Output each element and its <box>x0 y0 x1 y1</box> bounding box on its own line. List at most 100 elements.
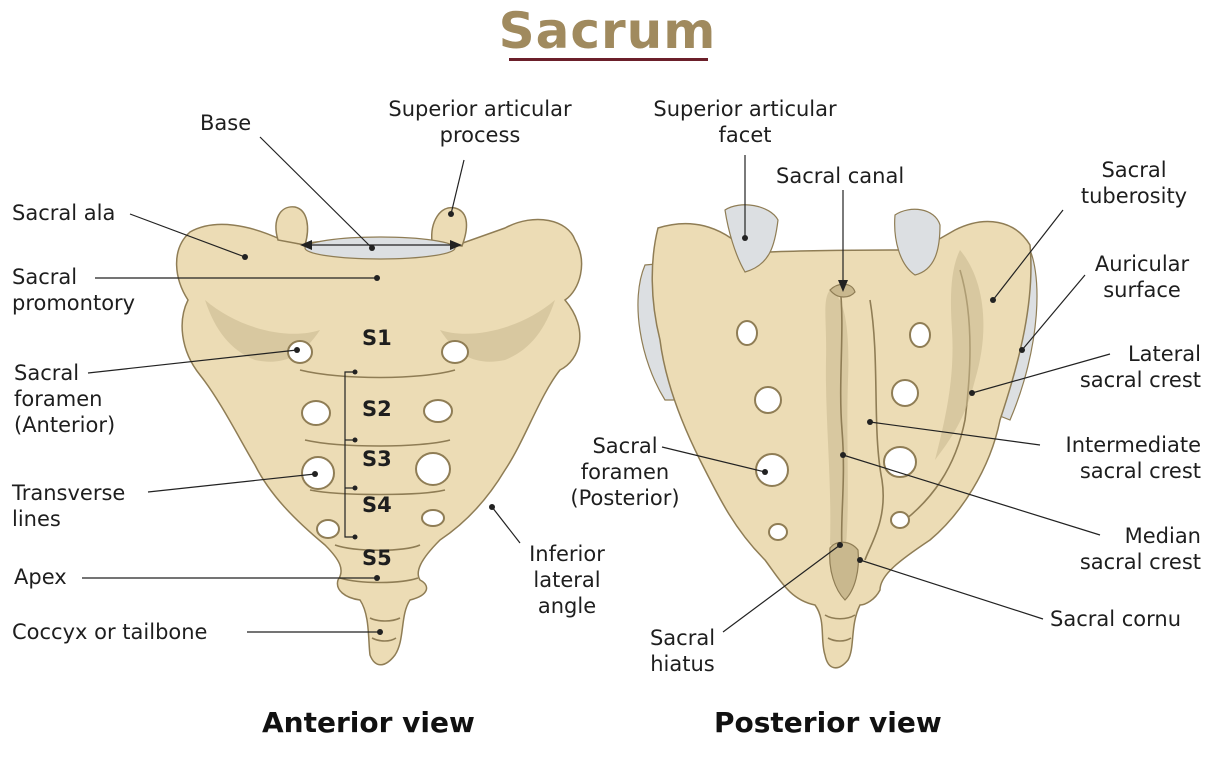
dot-sacral-foramen-anterior <box>294 347 300 353</box>
anterior-superior-articular-process-left <box>275 206 309 246</box>
posterior-foramen-1l <box>736 320 758 346</box>
label-auricular-surface: Auricular surface <box>1094 252 1190 302</box>
dot-sacral-ala <box>242 254 248 260</box>
posterior-foramen-3l <box>755 453 789 487</box>
posterior-foramen-4l <box>768 523 788 541</box>
label-sacral-tuberosity: Sacral tuberosity <box>1080 158 1188 208</box>
segment-label-s3: S3 <box>362 447 392 471</box>
dot-superior-articular-process <box>448 211 454 217</box>
leader-dots <box>242 211 1025 635</box>
dot-bracket-2 <box>352 437 358 443</box>
anterior-foramen-2r <box>423 399 453 423</box>
anterior-ala-shadow-right <box>440 300 555 362</box>
dot-bracket-bottom <box>352 534 358 540</box>
transverse-ridge-5 <box>339 577 419 584</box>
coccyx-joint-2 <box>371 637 397 642</box>
segment-label-s2: S2 <box>362 397 392 421</box>
segment-label-s5: S5 <box>362 546 392 570</box>
posterior-superior-articular-facet-right <box>894 208 941 276</box>
posterior-foramen-1r <box>909 322 931 348</box>
dot-bracket-top <box>352 369 358 375</box>
label-sacral-canal: Sacral canal <box>776 164 905 188</box>
anterior-foramen-1l <box>287 340 313 364</box>
anterior-foramen-1r <box>441 340 469 364</box>
dot-intermediate-sacral-crest <box>867 419 873 425</box>
posterior-lateral-shadow <box>935 250 984 460</box>
leader-sacral-foramen-posterior <box>661 446 766 473</box>
dot-inferior-lateral-angle <box>489 504 495 510</box>
post-coccyx-joint-1 <box>824 614 856 620</box>
leader-auricular-surface <box>1021 274 1086 351</box>
label-sacral-foramen-anterior: Sacral foramen (Anterior) <box>14 361 116 437</box>
label-intermediate-sacral-crest: Intermediate sacral crest <box>1065 433 1202 483</box>
label-median-sacral-crest: Median sacral crest <box>1079 524 1201 574</box>
caption-posterior-view: Posterior view <box>714 706 942 739</box>
dot-lateral-sacral-crest <box>969 390 975 396</box>
transverse-ridge-2 <box>304 439 451 447</box>
leader-sacral-tuberosity <box>992 209 1064 301</box>
post-coccyx-joint-2 <box>827 637 852 642</box>
label-superior-articular-facet: Superior articular facet <box>653 97 837 147</box>
leader-superior-articular-process <box>450 159 465 215</box>
anterior-foramen-4l <box>316 519 340 539</box>
leader-lines <box>82 136 1111 633</box>
base-arrow-left <box>300 240 312 250</box>
label-sacral-foramen-posterior: Sacral foramen (Posterior) <box>570 434 680 510</box>
leader-lateral-sacral-crest <box>971 353 1111 394</box>
leader-base <box>259 136 373 249</box>
intermediate-crest-line <box>864 299 884 561</box>
label-sacral-hiatus: Sacral hiatus <box>649 626 716 676</box>
label-lateral-sacral-crest: Lateral sacral crest <box>1079 342 1201 392</box>
label-sacral-promontory: Sacral promontory <box>12 265 136 315</box>
leader-sacral-hiatus <box>722 544 841 633</box>
dot-auricular-surface <box>1019 347 1025 353</box>
dot-sacral-hiatus <box>837 542 843 548</box>
label-inferior-lateral-angle: Inferior lateral angle <box>529 542 605 618</box>
posterior-foramen-2r <box>891 379 919 407</box>
base-arrow-right <box>450 240 462 250</box>
leader-sacral-cornu <box>859 559 1044 620</box>
segment-label-s1: S1 <box>362 326 392 350</box>
label-base: Base <box>200 111 252 135</box>
label-superior-articular-process: Superior articular process <box>388 97 572 147</box>
leader-sacral-foramen-anterior <box>87 349 298 374</box>
label-coccyx: Coccyx or tailbone <box>12 620 208 644</box>
dot-apex <box>374 575 380 581</box>
posterior-foramen-2l <box>754 386 782 414</box>
label-sacral-cornu: Sacral cornu <box>1050 607 1182 631</box>
leader-inferior-lateral-angle <box>491 506 521 544</box>
anterior-sacrum-body <box>175 218 583 666</box>
label-transverse-lines: Transverse lines <box>12 481 126 531</box>
transverse-lines-bracket <box>344 371 355 538</box>
label-sacral-ala: Sacral ala <box>12 201 116 225</box>
posterior-superior-articular-facet-left <box>724 204 779 273</box>
label-apex: Apex <box>14 565 67 589</box>
leader-sacral-ala <box>129 213 246 258</box>
leader-transverse-lines <box>147 473 316 493</box>
dot-sacral-foramen-posterior <box>762 469 768 475</box>
dot-superior-articular-facet <box>742 235 748 241</box>
anterior-sacrum <box>175 206 583 666</box>
title-underline <box>509 58 708 61</box>
posterior-foramen-4r <box>890 511 910 529</box>
anterior-superior-articular-process-right <box>431 207 468 247</box>
anterior-foramen-4r <box>421 509 445 527</box>
dot-transverse-lines <box>312 471 318 477</box>
anterior-base-surface <box>304 236 456 260</box>
dot-base <box>369 245 375 251</box>
dot-median-sacral-crest <box>840 452 846 458</box>
posterior-sacrum <box>637 204 1038 669</box>
sacral-canal-arrowhead <box>838 280 848 292</box>
transverse-ridge-1 <box>299 369 456 379</box>
anterior-foramen-3l <box>301 456 335 490</box>
dot-sacral-cornu <box>857 557 863 563</box>
coccyx-joint-1 <box>369 617 401 622</box>
leader-intermediate-sacral-crest <box>869 421 1041 446</box>
caption-anterior-view: Anterior view <box>262 706 475 739</box>
leader-median-sacral-crest <box>842 454 1101 536</box>
dot-sacral-tuberosity <box>990 297 996 303</box>
dot-bracket-3 <box>352 485 358 491</box>
dot-coccyx <box>377 629 383 635</box>
